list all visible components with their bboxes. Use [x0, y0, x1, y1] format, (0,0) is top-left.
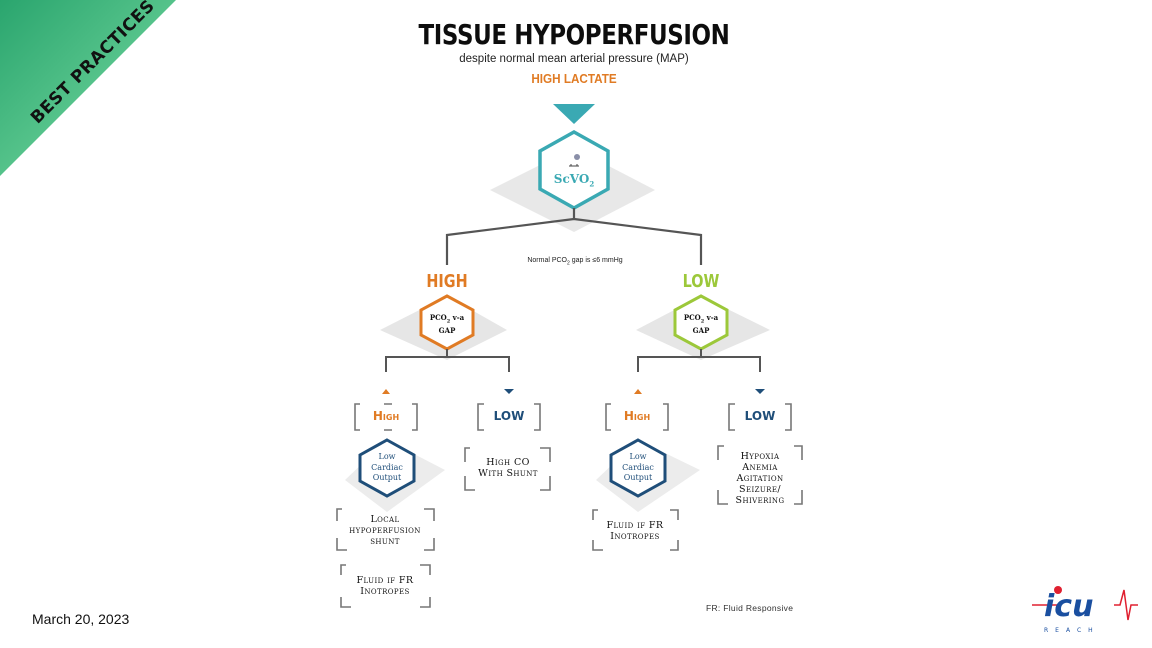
left-low-label: LOW — [493, 409, 525, 423]
right-high-bracket — [605, 403, 669, 431]
icu-reach-logo: icu REACH — [1032, 586, 1138, 634]
root-connector — [445, 208, 703, 265]
left-low-bracket — [477, 403, 541, 431]
left-low-cardiac-hexagon — [358, 438, 416, 498]
left-split-connector — [385, 349, 510, 372]
page-title: TISSUE HYPOPERFUSION — [418, 18, 730, 51]
logo-wordmark: icu — [1044, 589, 1093, 624]
heartbeat-line — [1032, 589, 1138, 621]
box-local-bracket — [336, 508, 435, 551]
page-subtitle: despite normal mean arterial pressure (M… — [459, 53, 689, 65]
box-causes-bracket — [717, 445, 803, 505]
logo-subtitle: REACH — [1044, 627, 1100, 634]
scvo2-label: ScVO2 — [553, 172, 595, 189]
high-lactate-label: HIGH LACTATE — [531, 71, 617, 86]
branch-high-label: HIGH — [426, 271, 468, 292]
box-fluid-left-bracket — [340, 564, 431, 608]
left-high-arrow — [382, 389, 390, 394]
right-high-arrow — [634, 389, 642, 394]
right-split-connector — [637, 349, 761, 372]
right-low-label: LOW — [744, 409, 776, 423]
left-low-arrow — [504, 389, 514, 394]
top-arrow — [553, 104, 595, 124]
best-practices-ribbon — [0, 0, 176, 176]
date-label: March 20, 2023 — [32, 611, 130, 627]
right-low-cardiac-hexagon — [609, 438, 667, 498]
right-high-label: High — [623, 409, 651, 423]
fr-footnote: FR: Fluid Responsive — [706, 603, 794, 613]
branch-low-label: LOW — [682, 271, 720, 292]
gauge-icon — [574, 154, 580, 160]
box-highco-bracket — [464, 447, 551, 491]
scvo2-hexagon — [538, 129, 610, 211]
left-high-bracket — [354, 403, 418, 431]
pco2-gap-note: Normal PCO2 gap is ≤6 mmHg — [527, 257, 623, 267]
right-low-bracket — [728, 403, 792, 431]
logo-dot — [1054, 586, 1062, 594]
gauge-icon-base — [569, 164, 579, 167]
left-high-label: High — [372, 409, 400, 423]
box-fluid-right-bracket — [592, 509, 679, 551]
right-low-arrow — [755, 389, 765, 394]
